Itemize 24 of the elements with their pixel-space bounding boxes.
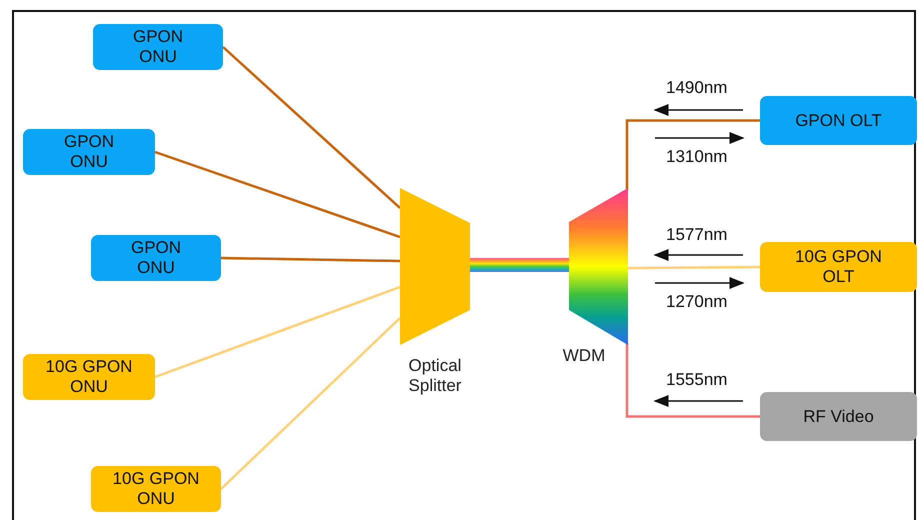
fiber-line — [626, 119, 760, 190]
device-box: 10G GPON ONU — [23, 354, 155, 400]
wavelength-label: 1310nm — [666, 147, 728, 167]
fiber-line — [154, 286, 400, 378]
device-box: GPON OLT — [760, 96, 917, 145]
wavelength-label: 1270nm — [666, 292, 728, 312]
fiber-line — [220, 256, 400, 262]
fiber-line — [222, 46, 401, 209]
wavelength-label: 1555nm — [666, 370, 728, 390]
fiber-line — [628, 266, 760, 270]
device-box: RF Video — [760, 392, 917, 441]
fiber-band — [470, 258, 569, 272]
wavelength-label: 1490nm — [666, 78, 728, 98]
device-box: GPON ONU — [23, 129, 155, 175]
component-label: Optical Splitter — [408, 356, 462, 396]
device-box: GPON ONU — [91, 235, 221, 281]
device-box: 10G GPON ONU — [91, 466, 221, 512]
fiber-line — [220, 317, 401, 490]
component-label: WDM — [562, 346, 606, 366]
device-box: GPON ONU — [93, 24, 223, 70]
wavelength-label: 1577nm — [666, 225, 728, 245]
fiber-line — [154, 150, 400, 238]
fiber-line — [626, 343, 760, 418]
device-box: 10G GPON OLT — [760, 242, 917, 292]
